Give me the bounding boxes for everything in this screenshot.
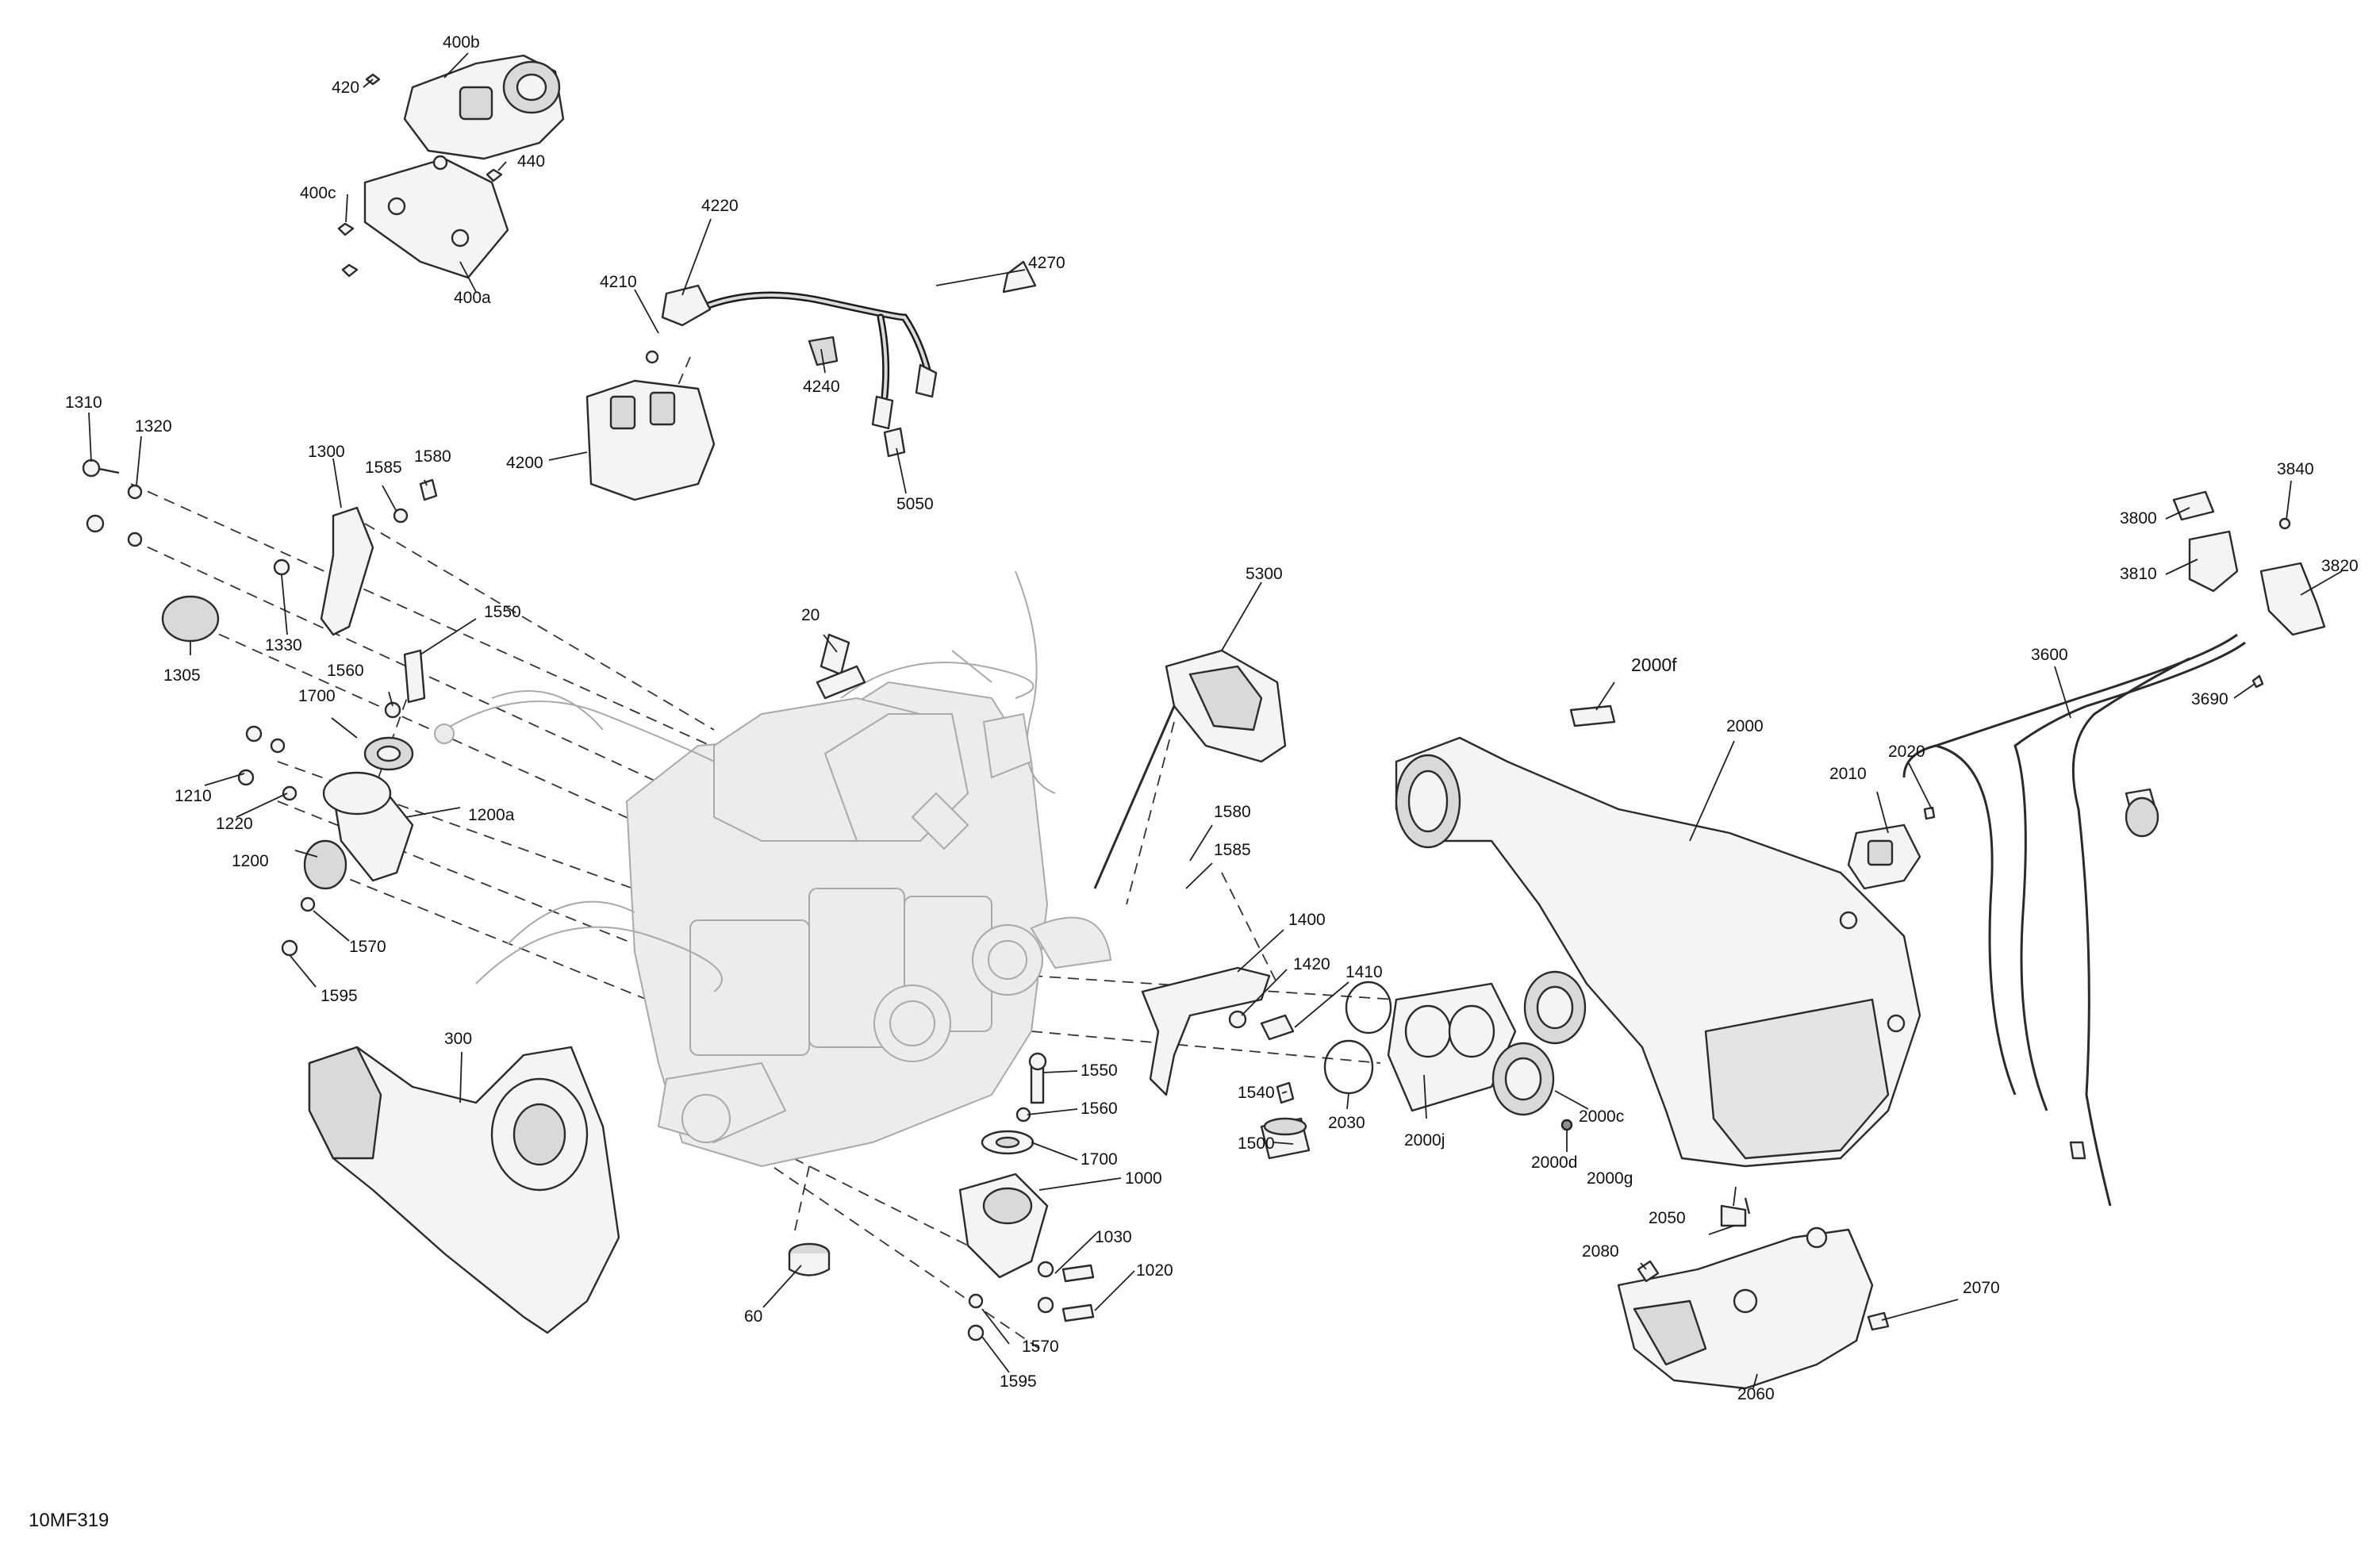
callout-2000j: 2000j	[1404, 1131, 1445, 1150]
callout-1300: 1300	[308, 443, 345, 461]
callout-4210: 4210	[600, 273, 637, 291]
callout-1580-right: 1580	[1214, 803, 1251, 821]
drawing-code: 10MF319	[29, 1510, 109, 1531]
callout-2000c: 2000c	[1579, 1107, 1624, 1126]
lower-mount-1000	[958, 1052, 1095, 1341]
callout-1000: 1000	[1125, 1169, 1162, 1188]
left-mount-parts	[82, 459, 850, 957]
callout-2060: 2060	[1737, 1385, 1775, 1403]
callout-1200a: 1200a	[468, 806, 515, 824]
callout-1500: 1500	[1238, 1134, 1275, 1153]
callout-1320: 1320	[135, 417, 172, 436]
bracket-1400	[1141, 966, 1311, 1160]
callout-3600: 3600	[2031, 646, 2068, 664]
callout-1570-left: 1570	[349, 938, 386, 956]
callout-1700-left: 1700	[298, 687, 336, 705]
callout-1550-left: 1550	[484, 603, 521, 621]
callout-1540: 1540	[1238, 1084, 1275, 1102]
callout-1580-left: 1580	[414, 447, 451, 466]
leader-lines	[88, 52, 2343, 1389]
callout-20: 20	[801, 606, 820, 624]
callout-1330: 1330	[265, 636, 302, 654]
callout-2000g: 2000g	[1587, 1169, 1633, 1188]
callout-1305: 1305	[163, 666, 201, 685]
airbox-base-2060	[1617, 1197, 1890, 1390]
callout-1410: 1410	[1345, 963, 1383, 981]
callout-3810: 3810	[2120, 565, 2157, 583]
callout-1210: 1210	[175, 787, 212, 805]
dipstick-5300	[1093, 649, 1287, 889]
callout-3800: 3800	[2120, 509, 2157, 528]
callout-4240: 4240	[803, 378, 840, 396]
callout-1585-left: 1585	[365, 459, 402, 477]
callout-1020: 1020	[1136, 1261, 1173, 1280]
callout-3840: 3840	[2277, 460, 2314, 478]
callout-400a: 400a	[454, 289, 491, 307]
ignition-harness-4220	[585, 260, 1037, 501]
callout-2050: 2050	[1649, 1209, 1686, 1227]
sensor-2010	[1847, 806, 1936, 890]
callout-400b: 400b	[443, 33, 480, 52]
callout-2000: 2000	[1726, 717, 1764, 735]
callout-1560-left: 1560	[327, 662, 364, 680]
callout-1400: 1400	[1288, 911, 1326, 929]
airbox-2000	[1395, 704, 1921, 1168]
callout-1595-bottom: 1595	[1000, 1372, 1037, 1391]
callout-labels: 400b 420 440 400c 400a 4220 4270 4210 42…	[65, 33, 2359, 1403]
callout-2080: 2080	[1582, 1242, 1619, 1261]
callout-1585-right: 1585	[1214, 841, 1251, 859]
callout-2000f: 2000f	[1631, 654, 1677, 675]
callout-2010: 2010	[1829, 765, 1867, 783]
callout-1420: 1420	[1293, 955, 1330, 973]
intake-clamps-gaskets	[1323, 970, 1587, 1131]
hose-3600	[1902, 490, 2326, 1207]
callout-2000d: 2000d	[1531, 1153, 1577, 1172]
callout-5300: 5300	[1246, 565, 1283, 583]
callout-2030: 2030	[1328, 1114, 1365, 1132]
callout-400c: 400c	[300, 184, 336, 202]
callout-2020: 2020	[1888, 743, 1925, 761]
callout-1570-bottom: 1570	[1022, 1338, 1059, 1356]
callout-420: 420	[332, 79, 359, 97]
callout-4220: 4220	[701, 197, 739, 215]
callout-1560-bottom: 1560	[1081, 1100, 1118, 1118]
callout-5050: 5050	[896, 495, 934, 513]
callout-3690: 3690	[2191, 690, 2228, 708]
callout-2070: 2070	[1963, 1279, 2000, 1297]
small-spacers	[788, 665, 866, 1276]
callout-1595-left: 1595	[321, 987, 358, 1005]
callout-60: 60	[744, 1307, 762, 1326]
callout-1200: 1200	[232, 852, 269, 870]
callout-1220: 1220	[216, 815, 253, 833]
callout-1550-bottom: 1550	[1081, 1061, 1118, 1080]
callout-4200: 4200	[506, 454, 543, 472]
callout-1700-bottom: 1700	[1081, 1150, 1118, 1169]
callout-1030: 1030	[1095, 1228, 1132, 1246]
belt-guard-300	[308, 1046, 620, 1334]
callout-3820: 3820	[2321, 557, 2359, 575]
engine-block	[434, 570, 1112, 1168]
callout-440: 440	[517, 152, 545, 171]
callout-4270: 4270	[1028, 254, 1065, 272]
callout-300: 300	[444, 1030, 472, 1048]
callout-1310: 1310	[65, 393, 102, 412]
actuator-assembly-400	[337, 54, 565, 279]
